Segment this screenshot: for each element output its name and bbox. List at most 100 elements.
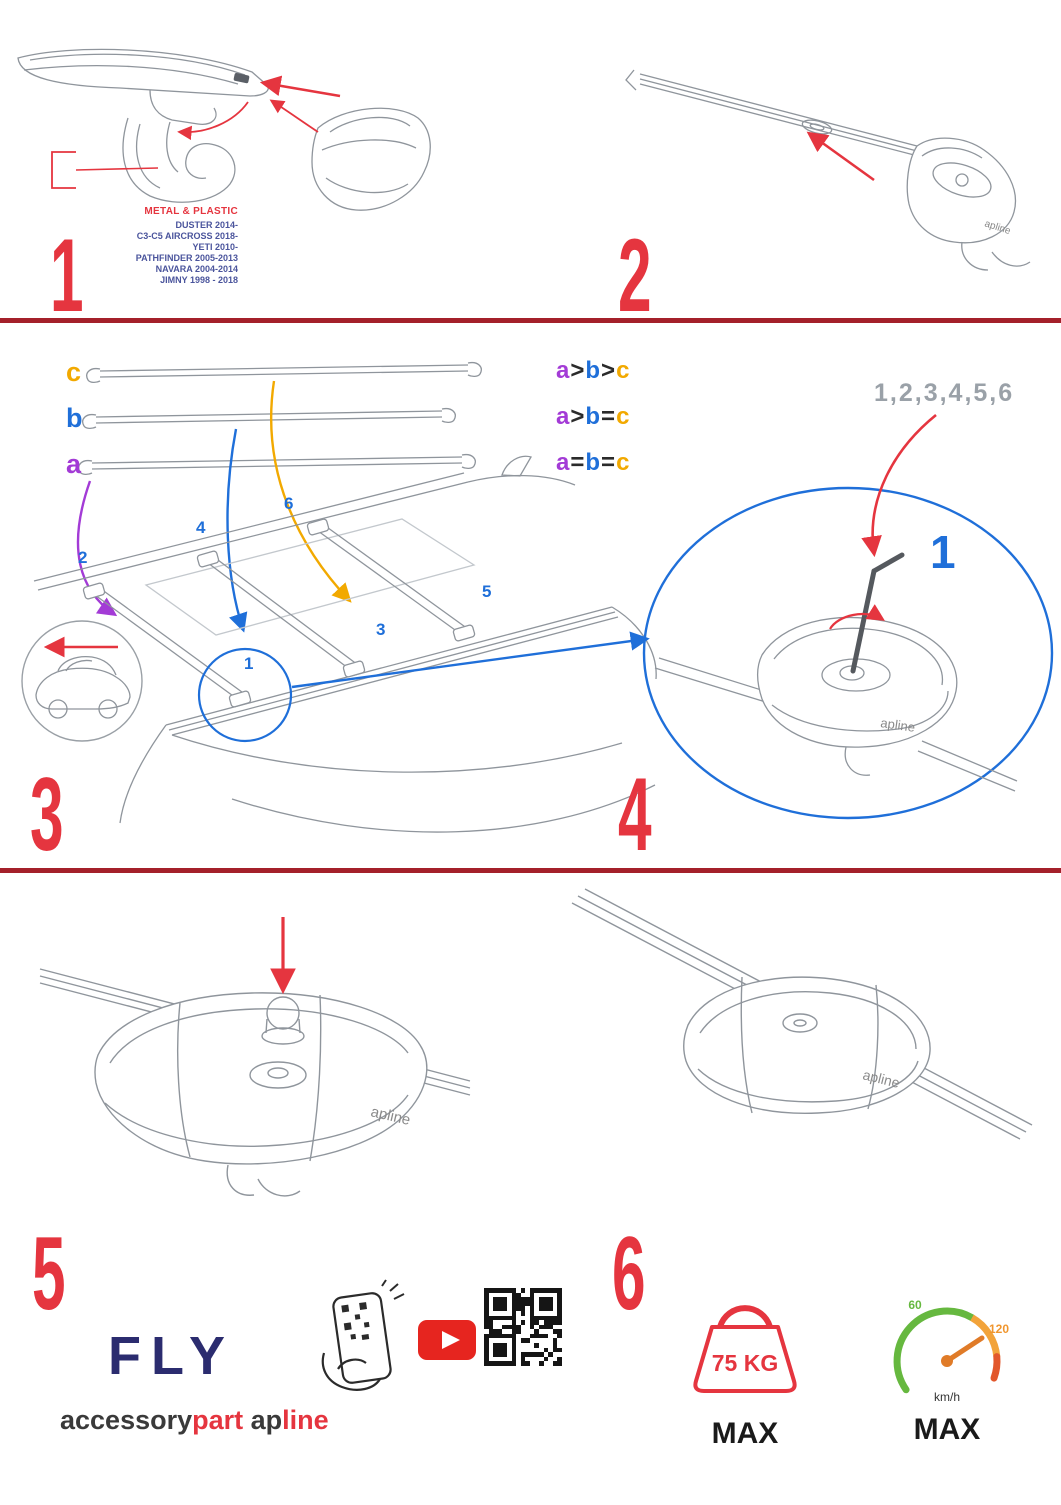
- material-label: METAL & PLASTIC: [144, 206, 238, 217]
- position-2: 2: [78, 548, 87, 567]
- arrow-a-to-position: [76, 480, 118, 617]
- youtube-icon: [418, 1320, 476, 1360]
- step2-numeral: 2: [618, 218, 652, 334]
- bar-label-a: a: [66, 449, 82, 479]
- brand-accessory: accessory: [60, 1405, 193, 1435]
- step2-drawing: apline: [625, 69, 1031, 271]
- legend-token: a: [556, 357, 571, 384]
- foot-body: [906, 137, 1016, 244]
- section-steps-5-6: apline apline: [0, 873, 1061, 1500]
- speed-unit-label: km/h: [934, 1390, 960, 1404]
- crossbars-cba: [78, 361, 482, 476]
- step1-clamp-drawing: [122, 117, 236, 203]
- speed-60-label: 60: [908, 1298, 922, 1312]
- step1-bar-drawing: [17, 48, 269, 125]
- car-direction-inset: [21, 620, 143, 742]
- brand-part: part: [192, 1405, 244, 1435]
- weight-max-label: MAX: [712, 1417, 779, 1450]
- step5-numeral: 5: [32, 1216, 66, 1332]
- sequence-first-number: 1: [930, 526, 956, 578]
- gauge-needle: [944, 1335, 985, 1364]
- brand-wordmark: accessorypart apline: [60, 1405, 329, 1436]
- brand-fly: FLY: [108, 1326, 236, 1386]
- speed-limit-icon: 60 120 km/h MAX: [893, 1298, 1009, 1446]
- drawing-step5-step6: apline apline: [39, 888, 1033, 1450]
- arrow-sequence-to-key: [861, 413, 937, 558]
- arrow-pad-insert: [269, 99, 319, 133]
- legend-token: >: [570, 403, 586, 430]
- vehicle-line: YETI 2010-: [192, 242, 238, 252]
- apline-logo-text: apline: [880, 715, 916, 735]
- bar-top-edge: [639, 73, 918, 147]
- vehicle-line: NAVARA 2004-2014: [155, 264, 238, 274]
- legend-token: c: [616, 449, 631, 476]
- size-legend: a>b>c a>b=c a=b=c: [556, 357, 630, 477]
- legend-token: >: [570, 357, 586, 384]
- vehicle-line: C3-C5 AIRCROSS 2018-: [136, 231, 238, 241]
- position-4: 4: [196, 518, 206, 537]
- legend-token: b: [585, 449, 602, 476]
- legend-token: b: [585, 403, 602, 430]
- legend-token: a: [556, 449, 571, 476]
- legend-token: c: [616, 357, 631, 384]
- step3-numeral: 3: [30, 757, 64, 873]
- step6-numeral: 6: [612, 1216, 646, 1332]
- position-5: 5: [482, 582, 491, 601]
- roof-drawing: [33, 455, 657, 833]
- step1-pad-drawing: [311, 107, 431, 211]
- step5-left-drawing: apline: [39, 917, 471, 1197]
- foot-body: [683, 976, 931, 1114]
- speed-120-label: 120: [989, 1322, 1009, 1336]
- bar-label-b: b: [66, 403, 83, 433]
- brand-apline-line: line: [282, 1405, 329, 1435]
- tightening-sequence: 1,2,3,4,5,6: [874, 379, 1015, 407]
- arrow-c-to-position: [269, 380, 352, 603]
- detail-foot-body: [756, 616, 958, 748]
- apline-logo-mark: [233, 73, 250, 84]
- vehicle-line: DUSTER 2014-: [175, 220, 238, 230]
- arrow-rotate-key: [829, 604, 885, 630]
- phone-qr-pixels: [341, 1302, 370, 1340]
- section-divider: [0, 318, 1061, 323]
- step1-red-annotations: [51, 75, 341, 189]
- step4-numeral: 4: [618, 757, 652, 873]
- position-3: 3: [376, 620, 385, 639]
- qr-code: [484, 1288, 562, 1366]
- weight-value: 75 KG: [712, 1350, 778, 1376]
- section-steps-1-2: apline METAL & PLASTIC DUSTER 2014- C3-C…: [0, 0, 1061, 328]
- legend-token: >: [601, 357, 617, 384]
- legend-row-2: a>b=c: [556, 403, 630, 431]
- arrow-into-slot: [806, 131, 875, 182]
- legend-row-1: a>b>c: [556, 357, 630, 385]
- lock-knob: [266, 996, 300, 1030]
- position-1: 1: [244, 654, 253, 673]
- arrow-to-detail: [291, 631, 650, 689]
- legend-token: a: [556, 403, 571, 430]
- legend-token: =: [570, 449, 586, 476]
- detail-circle: [642, 486, 1054, 820]
- position-6: 6: [284, 494, 293, 513]
- hex-key: [850, 552, 905, 674]
- vehicle-compatibility-block: METAL & PLASTIC DUSTER 2014- C3-C5 AIRCR…: [88, 206, 238, 286]
- position-numbers: 2 4 6 1 3 5: [78, 494, 491, 673]
- section-steps-3-4: c b a: [0, 323, 1061, 868]
- position1-highlight-circle: [197, 647, 293, 743]
- scan-phone-icon: [321, 1279, 405, 1391]
- speed-max-label: MAX: [914, 1413, 981, 1446]
- bracket-outline: [51, 151, 76, 189]
- arrow-b-to-position: [226, 428, 248, 633]
- vehicle-line: PATHFINDER 2005-2013: [135, 253, 238, 263]
- step1-numeral: 1: [50, 218, 84, 334]
- drawing-step3-step4: c b a: [21, 357, 1054, 833]
- leader-line: [75, 167, 159, 171]
- legend-token: =: [601, 403, 617, 430]
- foot-body: [94, 992, 428, 1165]
- section-divider: [0, 868, 1061, 873]
- legend-row-3: a=b=c: [556, 449, 630, 477]
- step5-right-drawing: apline: [571, 888, 1033, 1140]
- legend-token: =: [601, 449, 617, 476]
- arrow-clamp-path: [177, 101, 249, 141]
- drawing-step1-step2: apline: [17, 48, 1031, 271]
- arrow-pad-to-bar: [259, 75, 341, 98]
- play-icon: [442, 1331, 460, 1349]
